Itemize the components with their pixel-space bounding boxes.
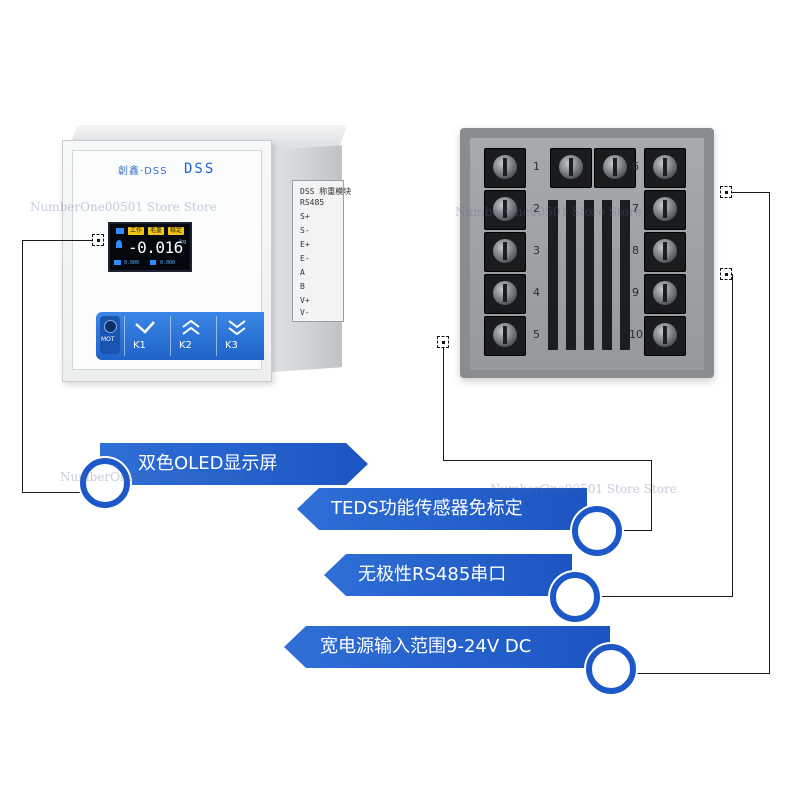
feature-banner-oled: 双色OLED显示屏 bbox=[100, 443, 368, 485]
feature-ring-rs485 bbox=[550, 572, 600, 622]
oled-tag-stable: 稳定 bbox=[168, 227, 185, 235]
watermark: NumberOne00501 Store Store bbox=[30, 200, 217, 214]
terminal-number: 4 bbox=[533, 286, 540, 299]
mot-indicator-icon bbox=[104, 320, 117, 333]
side-sticker-title: DSS 称重模块 bbox=[300, 187, 352, 196]
callout-marker bbox=[720, 268, 732, 280]
feature-ring-oled bbox=[80, 458, 130, 508]
terminal-number: 6 bbox=[632, 160, 639, 173]
mot-label: MOT bbox=[101, 336, 115, 343]
double-chevron-down-icon bbox=[228, 320, 246, 336]
side-sticker-line: V- bbox=[300, 308, 310, 317]
vent-slot bbox=[566, 200, 576, 350]
callout-marker bbox=[720, 186, 732, 198]
feature-ring-teds bbox=[572, 506, 622, 556]
terminal-screw-3 bbox=[484, 232, 526, 272]
k2-button[interactable]: K2 bbox=[170, 316, 211, 356]
k3-button[interactable]: K3 bbox=[216, 316, 257, 356]
feature-banner-power: 宽电源输入范围9-24V DC bbox=[284, 626, 610, 668]
terminal-screw-7 bbox=[644, 190, 686, 230]
side-sticker-line: E+ bbox=[300, 240, 310, 249]
callout-line-power bbox=[769, 192, 770, 674]
side-sticker-subtitle: RS485 bbox=[300, 198, 325, 207]
terminal-number: 3 bbox=[533, 244, 540, 257]
oled-weight-value: -0.016 bbox=[128, 238, 183, 257]
signal-icon bbox=[114, 260, 121, 265]
k3-label: K3 bbox=[225, 340, 238, 351]
feature-text-rs485: 无极性RS485串口 bbox=[358, 564, 507, 585]
vent-slot bbox=[620, 200, 630, 350]
battery-icon bbox=[116, 228, 124, 234]
callout-line-teds bbox=[620, 530, 652, 531]
check-icon bbox=[135, 321, 155, 334]
oled-tag-gross: 毛重 bbox=[148, 227, 165, 235]
callout-line-teds bbox=[443, 460, 651, 461]
callout-line-oled bbox=[22, 240, 92, 241]
terminal-screw-2 bbox=[484, 190, 526, 230]
vent-slot bbox=[602, 200, 612, 350]
callout-line-power bbox=[636, 673, 770, 674]
callout-line-rs485 bbox=[732, 274, 733, 596]
terminal-screw-1 bbox=[484, 148, 526, 188]
callout-marker bbox=[437, 336, 449, 348]
terminal-number: 8 bbox=[632, 244, 639, 257]
oled-weight-unit: kg bbox=[180, 239, 187, 245]
double-chevron-up-icon bbox=[182, 319, 200, 335]
terminal-number: 10 bbox=[629, 328, 643, 341]
watermark: NumberOne00501 Store Store bbox=[60, 470, 247, 484]
callout-line-rs485 bbox=[600, 596, 733, 597]
k2-label: K2 bbox=[179, 340, 192, 351]
person-icon bbox=[116, 240, 122, 248]
terminal-number: 7 bbox=[632, 202, 639, 215]
side-sticker-line: E- bbox=[300, 254, 310, 263]
oled-display: 工作 毛重 稳定 -0.016 kg 0.000 0.000 bbox=[108, 222, 192, 272]
feature-ring-power bbox=[586, 644, 636, 694]
oled-tag-work: 工作 bbox=[128, 227, 145, 235]
callout-marker bbox=[92, 234, 104, 246]
feature-banner-rs485: 无极性RS485串口 bbox=[324, 554, 572, 596]
oled-small-right: 0.000 bbox=[160, 260, 176, 266]
side-sticker bbox=[292, 180, 344, 322]
terminal-screw-4 bbox=[484, 274, 526, 314]
terminal-number: 2 bbox=[533, 202, 540, 215]
feature-text-teds: TEDS功能传感器免标定 bbox=[331, 498, 523, 519]
side-sticker-line: S+ bbox=[300, 212, 310, 221]
callout-line-power bbox=[732, 192, 770, 193]
terminal-screw-mid bbox=[550, 148, 592, 188]
k1-label: K1 bbox=[133, 340, 146, 351]
side-sticker-line: V+ bbox=[300, 296, 310, 305]
vent-slot bbox=[584, 200, 594, 350]
terminal-number: 9 bbox=[632, 286, 639, 299]
terminal-screw-9 bbox=[644, 274, 686, 314]
side-sticker-line: A bbox=[300, 268, 305, 277]
side-sticker-line: S- bbox=[300, 226, 310, 235]
terminal-screw-10 bbox=[644, 316, 686, 356]
callout-line-oled bbox=[22, 492, 82, 493]
callout-line-oled bbox=[22, 240, 23, 492]
watermark: NumberOne00501 Store Store bbox=[455, 205, 642, 219]
terminal-number: 5 bbox=[533, 328, 540, 341]
terminal-screw-8 bbox=[644, 232, 686, 272]
feature-text-oled: 双色OLED显示屏 bbox=[138, 453, 278, 474]
terminal-screw-5 bbox=[484, 316, 526, 356]
brand-logo: 創鑫·DSS bbox=[118, 166, 168, 177]
feature-banner-teds: TEDS功能传感器免标定 bbox=[297, 488, 587, 530]
terminal-number: 1 bbox=[533, 160, 540, 173]
terminal-screw-mid bbox=[594, 148, 636, 188]
terminal-screw-6 bbox=[644, 148, 686, 188]
brand-model: DSS bbox=[184, 161, 216, 177]
vent-slot bbox=[548, 200, 558, 350]
k1-button[interactable]: K1 bbox=[124, 316, 165, 356]
callout-line-teds bbox=[443, 348, 444, 460]
side-sticker-line: B bbox=[300, 282, 305, 291]
watermark: NumberOne00501 Store Store bbox=[490, 482, 677, 496]
bar-icon bbox=[150, 260, 156, 265]
oled-small-left: 0.000 bbox=[124, 260, 140, 266]
callout-line-teds bbox=[651, 460, 652, 530]
feature-text-power: 宽电源输入范围9-24V DC bbox=[320, 636, 532, 657]
